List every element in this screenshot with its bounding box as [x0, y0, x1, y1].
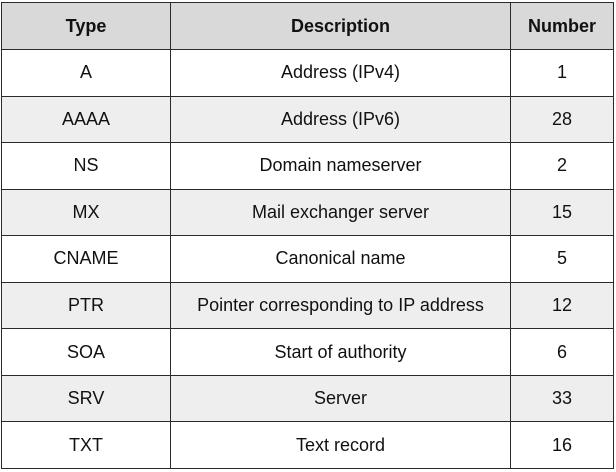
table-body: A Address (IPv4) 1 AAAA Address (IPv6) 2…	[1, 49, 614, 469]
cell-description: Address (IPv4)	[170, 49, 511, 97]
cell-type: SOA	[1, 328, 171, 376]
cell-number: 1	[510, 49, 614, 97]
table-row: MX Mail exchanger server 15	[1, 188, 614, 237]
cell-type: NS	[1, 142, 171, 190]
cell-description: Domain nameserver	[170, 142, 511, 190]
table-row: NS Domain nameserver 2	[1, 142, 614, 190]
cell-type: SRV	[1, 374, 171, 423]
cell-type: AAAA	[1, 95, 171, 144]
cell-number: 28	[510, 95, 614, 144]
cell-description: Start of authority	[170, 328, 511, 376]
table-row: AAAA Address (IPv6) 28	[1, 95, 614, 144]
table-row: CNAME Canonical name 5	[1, 235, 614, 283]
cell-type: CNAME	[1, 235, 171, 283]
cell-number: 16	[510, 421, 614, 469]
table-row: PTR Pointer corresponding to IP address …	[1, 281, 614, 330]
cell-number: 5	[510, 235, 614, 283]
table-row: SOA Start of authority 6	[1, 328, 614, 376]
cell-number: 33	[510, 374, 614, 423]
cell-number: 6	[510, 328, 614, 376]
cell-description: Server	[170, 374, 511, 423]
cell-number: 2	[510, 142, 614, 190]
cell-description: Pointer corresponding to IP address	[170, 281, 511, 330]
cell-description: Address (IPv6)	[170, 95, 511, 144]
header-row: Type Description Number	[1, 2, 614, 50]
cell-description: Text record	[170, 421, 511, 469]
cell-type: MX	[1, 188, 171, 237]
cell-description: Mail exchanger server	[170, 188, 511, 237]
header-type: Type	[1, 2, 171, 50]
cell-description: Canonical name	[170, 235, 511, 283]
cell-type: PTR	[1, 281, 171, 330]
table-row: SRV Server 33	[1, 374, 614, 423]
cell-number: 12	[510, 281, 614, 330]
header-description: Description	[170, 2, 511, 50]
header-number: Number	[510, 2, 614, 50]
cell-type: A	[1, 49, 171, 97]
cell-type: TXT	[1, 421, 171, 469]
table-row: A Address (IPv4) 1	[1, 49, 614, 97]
table-row: TXT Text record 16	[1, 421, 614, 469]
cell-number: 15	[510, 188, 614, 237]
table-header: Type Description Number	[1, 2, 614, 50]
